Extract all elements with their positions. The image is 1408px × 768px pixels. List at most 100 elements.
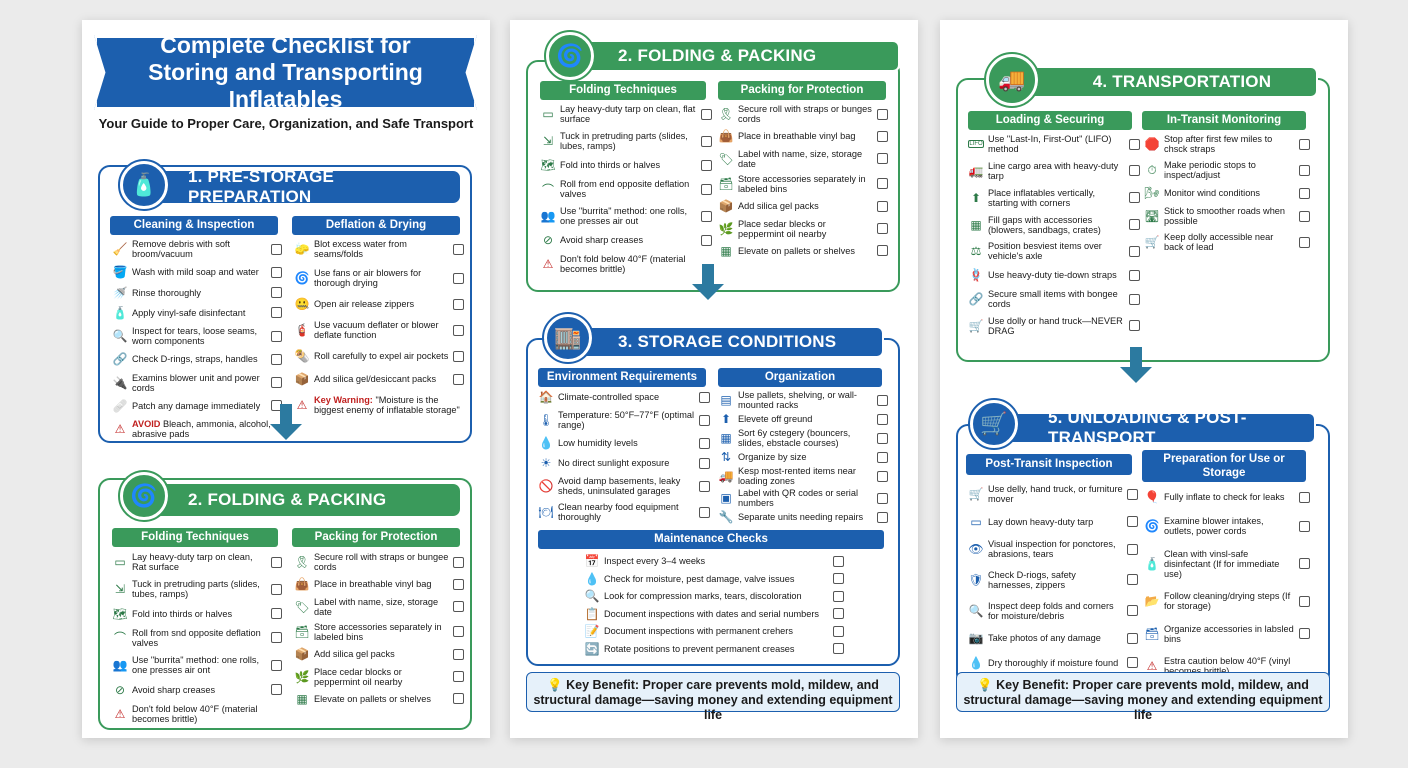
checkbox[interactable] <box>833 608 844 620</box>
checkbox[interactable] <box>453 373 464 385</box>
checkbox[interactable] <box>1127 543 1138 555</box>
checkbox[interactable] <box>271 266 282 278</box>
checklist-item[interactable]: 🌡Temperature: 50°F–77°F (optimal range) <box>538 410 710 430</box>
checklist-item[interactable]: 🗃Store accessories separately in labeled… <box>718 174 888 194</box>
checkbox[interactable] <box>453 578 464 590</box>
checkbox[interactable] <box>1299 210 1310 222</box>
checklist-item[interactable]: ⌒Roll from snd opposite deflation valves <box>112 628 282 648</box>
checklist-item[interactable]: ☀No direct sunlight exposure <box>538 456 710 470</box>
checkbox[interactable] <box>1299 164 1310 176</box>
checkbox[interactable] <box>453 350 464 362</box>
checklist-item[interactable]: 💧Low humidity levels <box>538 436 710 450</box>
checkbox[interactable] <box>1299 520 1310 532</box>
checkbox[interactable] <box>699 391 710 403</box>
checklist-item[interactable]: 🏠Climate-controlled space <box>538 390 710 404</box>
checkbox[interactable] <box>453 671 464 683</box>
checkbox[interactable] <box>453 556 464 568</box>
checkbox[interactable] <box>1127 516 1138 528</box>
checkbox[interactable] <box>453 601 464 613</box>
checkbox[interactable] <box>833 555 844 567</box>
checklist-item[interactable]: 🌯Roll carefully to expel air pockets <box>294 349 464 363</box>
checkbox[interactable] <box>833 590 844 602</box>
checkbox[interactable] <box>1299 558 1310 570</box>
checkbox[interactable] <box>1299 236 1310 248</box>
checklist-item[interactable]: ▤Use pallets, shelving, or wall-mounted … <box>718 390 888 410</box>
checklist-item[interactable]: ▦Elevate on pallets or shelves <box>718 244 888 258</box>
checkbox[interactable] <box>833 573 844 585</box>
checkbox[interactable] <box>1129 165 1140 177</box>
checkbox[interactable] <box>1127 657 1138 669</box>
checklist-item[interactable]: 📷Take photos of any damage <box>968 631 1138 645</box>
checkbox[interactable] <box>699 414 710 426</box>
checkbox[interactable] <box>271 608 282 620</box>
checklist-item[interactable]: 🌀Examine blower intakes, outlets, power … <box>1144 516 1310 536</box>
checkbox[interactable] <box>877 511 888 523</box>
checkbox[interactable] <box>877 153 888 165</box>
checklist-item[interactable]: 🧯Use vacuum deflater or blower deflate f… <box>294 320 464 340</box>
checklist-item[interactable]: ▦Sort 6y cstegery (bouncers, slides, ebs… <box>718 428 888 448</box>
checklist-item[interactable]: 🔍Inspect deep folds and corners for mois… <box>968 601 1138 621</box>
checkbox[interactable] <box>699 480 710 492</box>
checklist-item[interactable]: ⇅Organize by size <box>718 450 888 464</box>
checklist-item[interactable]: ⬆Place inflatables vertically, starting … <box>968 188 1140 208</box>
checkbox[interactable] <box>701 135 712 147</box>
checklist-item[interactable]: ⊘Avoid sharp creases <box>112 683 282 697</box>
checklist-item[interactable]: ▭Lay heavy-duty tarp on clean, Rat surfa… <box>112 552 282 572</box>
checklist-item[interactable]: 👁Visual inspection for ponctores, abrasi… <box>968 539 1138 559</box>
checkbox[interactable] <box>833 625 844 637</box>
checkbox[interactable] <box>1127 488 1138 500</box>
checkbox[interactable] <box>699 457 710 469</box>
checkbox[interactable] <box>1127 574 1138 586</box>
checklist-item[interactable]: 💧Check for moisture, pest damage, valve … <box>584 572 844 586</box>
checklist-item[interactable]: 🚫Avoid damp basements, leaky sheds, unin… <box>538 476 710 496</box>
checklist-item[interactable]: 🔍Inspect for tears, loose seams, worn co… <box>112 326 282 346</box>
checklist-item[interactable]: 🗃Store accessories separately in labeled… <box>294 622 464 642</box>
checkbox[interactable] <box>1299 628 1310 640</box>
checklist-item[interactable]: 🛒Use dolly or hand truck—NEVER DRAG <box>968 316 1140 336</box>
checkbox[interactable] <box>271 330 282 342</box>
checklist-item[interactable]: 🏷Label with name, size, storage date <box>718 149 888 169</box>
checklist-item[interactable]: 🛡Check D-riogs, safety harnesses, zipper… <box>968 570 1138 590</box>
checkbox[interactable] <box>1299 595 1310 607</box>
checklist-item[interactable]: 🔌Examins blower unit and power cords <box>112 373 282 393</box>
checklist-item[interactable]: 🔄Rotate positions to prevent permanent c… <box>584 642 844 656</box>
checkbox[interactable] <box>271 307 282 319</box>
checklist-item[interactable]: 🗃Organize accessories in labsled bins <box>1144 624 1310 644</box>
checkbox[interactable] <box>271 556 282 568</box>
checklist-item[interactable]: 👥Use "burrita" method: one rolls, one pr… <box>540 206 712 226</box>
checklist-item[interactable]: 🛑Stop after first few miles to chsck str… <box>1144 134 1310 154</box>
checklist-item[interactable]: 👥Use "burrita" method: one rolls, one pr… <box>112 655 282 675</box>
checklist-item[interactable]: 🗺Fold into thirds or halves <box>112 607 282 621</box>
checklist-item[interactable]: 🔧Separate units needing repairs <box>718 510 888 524</box>
checklist-item[interactable]: ⇲Tuck in pretruding parts (slides, tubes… <box>112 579 282 599</box>
checkbox[interactable] <box>1127 632 1138 644</box>
checklist-item[interactable]: 🪢Use heavy-duty tie-down straps <box>968 268 1140 282</box>
checklist-item[interactable]: 🌬Monitor wind conditions <box>1144 186 1310 200</box>
checklist-item[interactable]: ⌒Roll from end opposite deflation valves <box>540 179 712 199</box>
checkbox[interactable] <box>453 324 464 336</box>
checkbox[interactable] <box>453 272 464 284</box>
checklist-item[interactable]: 👜Place in breathable vinyl bag <box>718 129 888 143</box>
checkbox[interactable] <box>1127 605 1138 617</box>
checkbox[interactable] <box>1129 138 1140 150</box>
checkbox[interactable] <box>271 287 282 298</box>
checklist-item[interactable]: 🤐Open air release zippers <box>294 297 464 311</box>
checklist-item[interactable]: 🛒Use delly, hand truck, or furniture mov… <box>968 484 1138 504</box>
checklist-item[interactable]: 🚚Kesp most-rented items near loading zon… <box>718 466 888 486</box>
checklist-item[interactable]: 🚛Line cargo area with heavy-duty tarp <box>968 161 1140 181</box>
checkbox[interactable] <box>877 200 888 212</box>
checklist-item[interactable]: ⏱Make periodic stops to inspect/adjust <box>1144 160 1310 180</box>
checklist-item[interactable]: 💧Dry thoroughly if moisture found <box>968 656 1138 670</box>
checklist-item[interactable]: ▦Fill gaps with accessories (blowers, sa… <box>968 215 1140 235</box>
checklist-item[interactable]: 🧴Clean with vinsl-safe disinfectant (If … <box>1144 549 1310 579</box>
checkbox[interactable] <box>1129 245 1140 257</box>
checklist-item[interactable]: 🪣Wash with mild soap and water <box>112 265 282 279</box>
checkbox[interactable] <box>1129 293 1140 305</box>
checklist-item[interactable]: ▣Label with QR codes or serial numbers <box>718 488 888 508</box>
checklist-item[interactable]: 📂Follow cleaning/drying steps (If for st… <box>1144 591 1310 611</box>
checklist-item[interactable]: 🎗Secure roll with straps or bunges cords <box>718 104 888 124</box>
checklist-item[interactable]: 🌿Place sedar blecks or peppermint oil ne… <box>718 219 888 239</box>
checklist-item[interactable]: 🎈Fully inflate to check for leaks <box>1144 490 1310 504</box>
checklist-item[interactable]: 🚿Rinse thoroughly <box>112 286 282 300</box>
checkbox[interactable] <box>1129 269 1140 281</box>
